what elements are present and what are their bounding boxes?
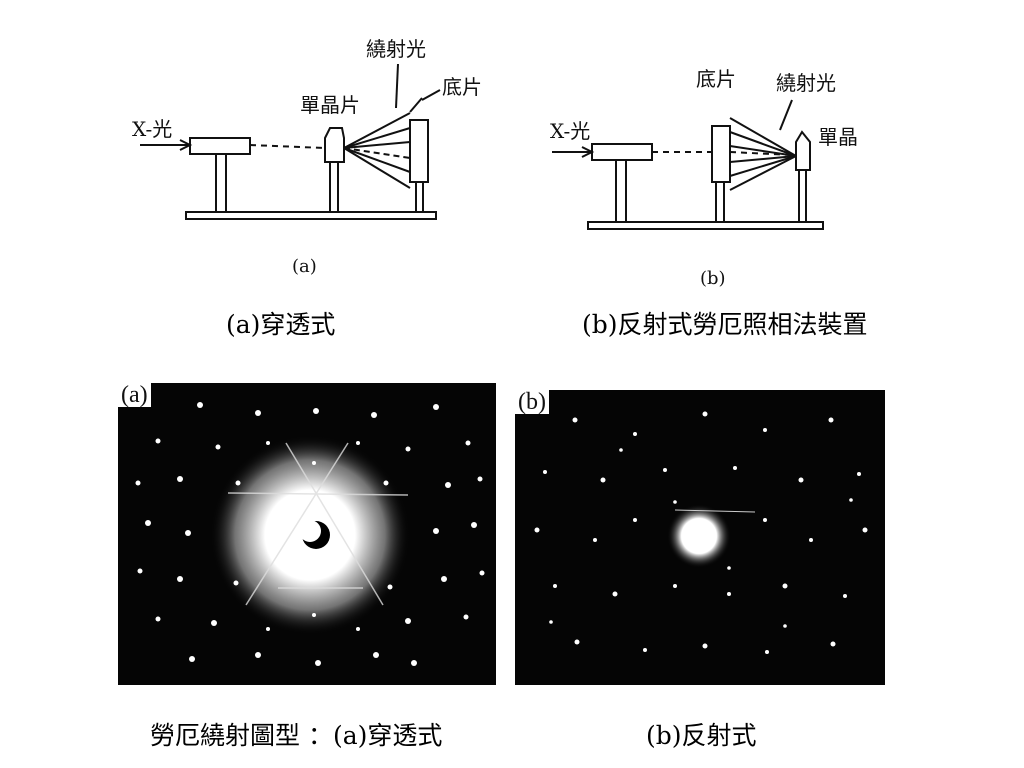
- pattern-label-a: (a): [118, 383, 151, 407]
- film-label: 底片: [696, 67, 736, 91]
- laue-pattern-transmission-image: [135, 402, 485, 666]
- caption-laue-pattern-reflection: (b)反射式: [646, 721, 757, 750]
- laue-pattern-transmission: (a): [118, 383, 496, 685]
- laue-pattern-reflection-image: [534, 411, 868, 654]
- diffracted-ray-label: 繞射光: [776, 71, 836, 95]
- caption-laue-pattern-transmission: 勞厄繞射圖型 ：(a)穿透式: [150, 721, 443, 750]
- panel-label-a: (a): [292, 256, 317, 277]
- xray-label: X-光: [132, 117, 172, 141]
- crystal-label: 單晶片: [300, 93, 360, 117]
- laue-pattern-reflection: (b): [515, 390, 885, 685]
- xray-label: X-光: [550, 119, 590, 143]
- diffracted-ray-label: 繞射光: [366, 37, 426, 61]
- crystal-label: 單晶: [818, 125, 858, 149]
- reflection-setup-diagram: X-光 底片 繞射光 單晶 (b): [550, 67, 858, 289]
- panel-label-b: (b): [700, 268, 726, 289]
- film-label: 底片: [442, 75, 482, 99]
- transmission-setup-diagram: X-光 單晶片 繞射光 底片 (a): [132, 37, 482, 277]
- caption-reflection-apparatus: (b)反射式勞厄照相法裝置: [582, 310, 868, 339]
- pattern-label-b: (b): [515, 390, 549, 414]
- caption-transmission: (a)穿透式: [226, 310, 336, 339]
